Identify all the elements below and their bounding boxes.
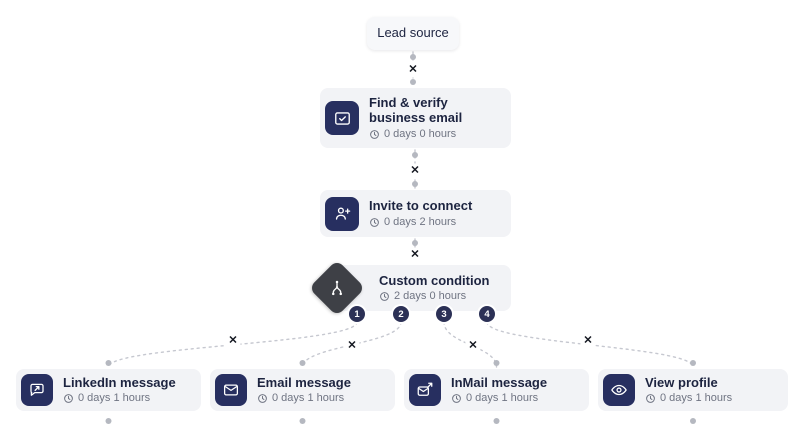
node-view-profile[interactable]: View profile 0 days 1 hours xyxy=(598,369,788,411)
delay-row: 0 days 0 hours xyxy=(369,127,481,140)
delete-step-button[interactable]: ✕ xyxy=(407,247,423,263)
envelope-check-icon xyxy=(325,101,359,135)
eye-icon xyxy=(603,374,635,406)
node-title: Invite to connect xyxy=(369,198,473,214)
node-email-message[interactable]: Email message 0 days 1 hours xyxy=(210,369,395,411)
node-custom-condition[interactable]: Custom condition 2 days 0 hours xyxy=(308,259,511,317)
branch-number-badge: 1 xyxy=(349,306,365,322)
node-lead-source[interactable]: Lead source xyxy=(367,17,459,50)
node-invite-to-connect[interactable]: Invite to connect 0 days 2 hours xyxy=(320,190,511,237)
delay-text: 0 days 1 hours xyxy=(660,392,733,405)
clock-icon xyxy=(370,130,379,139)
delay-text: 0 days 0 hours xyxy=(384,127,457,140)
delay-text: 2 days 0 hours xyxy=(394,290,467,303)
delay-text: 0 days 1 hours xyxy=(78,392,151,405)
clock-icon xyxy=(64,394,73,404)
clock-icon xyxy=(380,292,389,302)
delete-step-button[interactable]: ✕ xyxy=(405,62,421,78)
branch-number-badge: 4 xyxy=(479,306,495,322)
delay-text: 0 days 1 hours xyxy=(272,392,345,405)
delay-row: 0 days 1 hours xyxy=(451,393,547,404)
envelope-icon xyxy=(215,374,247,406)
node-title: View profile xyxy=(645,374,718,390)
clock-icon xyxy=(646,394,655,404)
delay-row: 0 days 2 hours xyxy=(369,215,472,228)
node-title: InMail message xyxy=(451,374,548,390)
delay-row: 2 days 0 hours xyxy=(379,291,490,302)
delay-row: 0 days 1 hours xyxy=(63,393,176,404)
delete-step-button[interactable]: ✕ xyxy=(344,338,360,354)
delete-step-button[interactable]: ✕ xyxy=(465,338,481,354)
node-linkedin-message[interactable]: LinkedIn message 0 days 1 hours xyxy=(16,369,201,411)
node-title: Custom condition xyxy=(379,272,490,288)
person-add-icon xyxy=(325,196,359,231)
node-title: LinkedIn message xyxy=(63,374,176,390)
node-find-verify-email[interactable]: Find & verify business email 0 days 0 ho… xyxy=(320,88,511,148)
delete-step-button[interactable]: ✕ xyxy=(407,163,423,179)
chat-arrow-icon xyxy=(21,374,53,406)
clock-icon xyxy=(258,394,267,404)
lead-source-label: Lead source xyxy=(377,25,449,41)
node-title: Find & verify business email xyxy=(369,95,463,125)
delay-row: 0 days 1 hours xyxy=(645,393,732,404)
clock-icon xyxy=(452,394,461,404)
node-inmail-message[interactable]: InMail message 0 days 1 hours xyxy=(404,369,589,411)
clock-icon xyxy=(370,218,379,227)
branch-number-badge: 3 xyxy=(436,306,452,322)
delay-text: 0 days 2 hours xyxy=(384,215,457,228)
delay-text: 0 days 1 hours xyxy=(466,392,539,405)
delay-row: 0 days 1 hours xyxy=(257,393,351,404)
node-title: Email message xyxy=(257,374,351,390)
branch-number-badge: 2 xyxy=(393,306,409,322)
envelope-send-icon xyxy=(409,374,441,406)
delete-step-button[interactable]: ✕ xyxy=(225,333,241,349)
delete-step-button[interactable]: ✕ xyxy=(580,333,596,349)
branch-icon xyxy=(308,259,366,317)
